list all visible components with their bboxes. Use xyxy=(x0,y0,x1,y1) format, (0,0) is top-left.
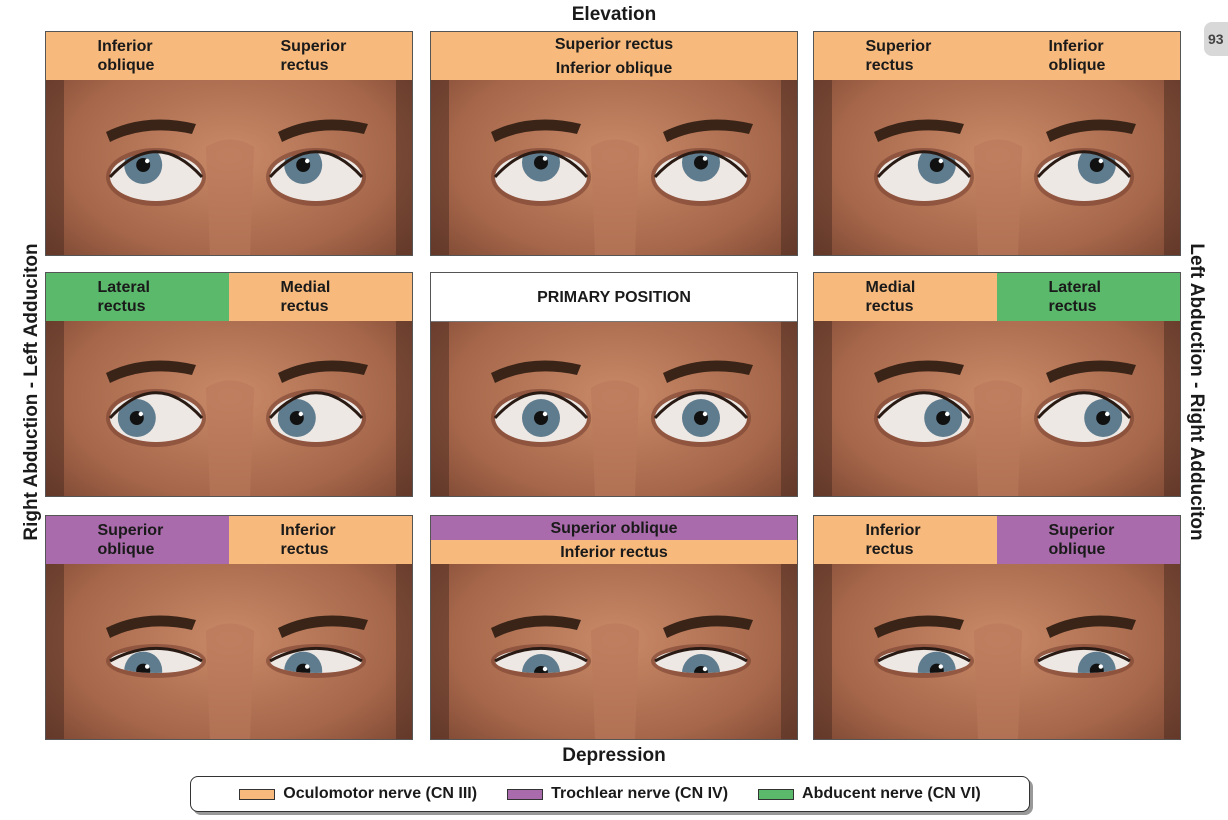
muscle-cell: Lateral rectus xyxy=(46,273,229,321)
muscle-header: Medial rectus Lateral rectus xyxy=(814,273,1180,321)
left-eyebrow xyxy=(1046,360,1136,383)
left-eye xyxy=(1034,148,1134,206)
nerve-legend: Oculomotor nerve (CN III) Trochlear nerv… xyxy=(190,776,1030,812)
muscle-label: Inferior oblique xyxy=(97,38,155,74)
right-eye xyxy=(106,644,206,678)
abducent-swatch xyxy=(758,788,795,800)
muscle-header: Inferior oblique Superior rectus xyxy=(46,32,412,80)
left-eyebrow xyxy=(1046,119,1136,142)
muscle-label: Superior oblique xyxy=(431,516,797,540)
muscle-header: Superior rectus Inferior oblique xyxy=(814,32,1180,80)
muscle-cell: Medial rectus xyxy=(814,273,997,321)
primary-position-label: PRIMARY POSITION xyxy=(537,288,691,306)
left-eyebrow xyxy=(278,360,368,383)
muscle-label: Inferior oblique xyxy=(1048,38,1106,74)
muscle-cell: Inferior oblique xyxy=(46,32,229,80)
left-eye xyxy=(266,644,366,678)
muscle-cell: Medial rectus xyxy=(229,273,412,321)
muscle-cell: Superior rectus xyxy=(229,32,412,80)
muscle-label: Medial rectus xyxy=(280,279,331,315)
right-eye xyxy=(106,389,206,447)
right-eyebrow xyxy=(491,615,581,638)
legend-item-oculomotor: Oculomotor nerve (CN III) xyxy=(239,785,477,803)
left-eyebrow xyxy=(278,615,368,638)
muscle-cell: Superior rectus xyxy=(814,32,997,80)
left-eye xyxy=(651,644,751,678)
muscle-cell: Inferior rectus xyxy=(814,516,997,564)
right-eyebrow xyxy=(874,360,964,383)
left-eyebrow xyxy=(663,360,753,383)
left-eye xyxy=(266,148,366,206)
right-eye xyxy=(491,644,591,678)
trochlear-swatch xyxy=(507,788,544,800)
legend-item-trochlear: Trochlear nerve (CN IV) xyxy=(507,785,728,803)
muscle-label: Superior rectus xyxy=(865,38,932,74)
gaze-panel-top-left: Inferior oblique Superior rectus xyxy=(45,31,413,256)
right-eyebrow xyxy=(106,615,196,638)
right-eye xyxy=(106,148,206,206)
right-eye xyxy=(874,148,974,206)
left-eyebrow xyxy=(663,119,753,142)
gaze-panel-middle-center: PRIMARY POSITION xyxy=(430,272,798,497)
muscle-cell: Superior oblique xyxy=(997,516,1180,564)
muscle-label: Superior oblique xyxy=(1048,522,1115,558)
left-eye xyxy=(1034,389,1134,447)
muscle-cell: Inferior oblique xyxy=(997,32,1180,80)
right-eyebrow xyxy=(874,119,964,142)
left-eyebrow xyxy=(278,119,368,142)
left-side-label: Right Abduction - Left Adduciton xyxy=(21,243,42,541)
muscle-cell: Superior oblique xyxy=(46,516,229,564)
left-eyebrow xyxy=(663,615,753,638)
right-eyebrow xyxy=(106,119,196,142)
right-eyebrow xyxy=(491,360,581,383)
left-eyebrow xyxy=(1046,615,1136,638)
muscle-label: Lateral rectus xyxy=(97,279,150,315)
gaze-panel-middle-left: Lateral rectus Medial rectus xyxy=(45,272,413,497)
muscle-label: Inferior rectus xyxy=(280,522,336,558)
right-side-label: Left Abduction - Right Adduciton xyxy=(1186,243,1207,541)
legend-item-abducent: Abducent nerve (CN VI) xyxy=(758,785,981,803)
muscle-label: Superior oblique xyxy=(97,522,164,558)
right-eyebrow xyxy=(106,360,196,383)
left-eye xyxy=(1034,644,1134,678)
right-eyebrow xyxy=(874,615,964,638)
left-eye xyxy=(651,389,751,447)
muscle-header: Superior oblique Inferior rectus xyxy=(46,516,412,564)
left-eye xyxy=(651,148,751,206)
legend-label-abducent: Abducent nerve (CN VI) xyxy=(802,785,981,802)
muscle-label: Lateral rectus xyxy=(1048,279,1101,315)
legend-label-oculomotor: Oculomotor nerve (CN III) xyxy=(283,785,478,802)
muscle-label: Superior rectus xyxy=(280,38,347,74)
muscle-label: Superior rectus xyxy=(431,32,797,56)
right-eyebrow xyxy=(491,119,581,142)
muscle-label: Inferior oblique xyxy=(431,56,797,80)
right-eye xyxy=(491,148,591,206)
gaze-panel-middle-right: Medial rectus Lateral rectus xyxy=(813,272,1181,497)
gaze-panel-top-right: Superior rectus Inferior oblique xyxy=(813,31,1181,256)
muscle-label: Medial rectus xyxy=(865,279,916,315)
muscle-label: Inferior rectus xyxy=(865,522,921,558)
right-eye xyxy=(491,389,591,447)
oculomotor-swatch xyxy=(239,788,276,800)
gaze-panel-bottom-right: Inferior rectus Superior oblique xyxy=(813,515,1181,740)
muscle-cell: Lateral rectus xyxy=(997,273,1180,321)
left-eye xyxy=(266,389,366,447)
muscle-header: PRIMARY POSITION xyxy=(431,273,797,322)
muscle-header: Lateral rectus Medial rectus xyxy=(46,273,412,321)
depression-label: Depression xyxy=(562,745,666,766)
muscle-label: Inferior rectus xyxy=(431,540,797,564)
right-eye xyxy=(874,389,974,447)
muscle-header: Inferior rectus Superior oblique xyxy=(814,516,1180,564)
elevation-label: Elevation xyxy=(571,4,657,25)
page-number-tab: 93 xyxy=(1204,22,1228,56)
muscle-cell: Inferior rectus xyxy=(229,516,412,564)
legend-label-trochlear: Trochlear nerve (CN IV) xyxy=(551,785,729,802)
right-eye xyxy=(874,644,974,678)
gaze-panel-bottom-left: Superior oblique Inferior rectus xyxy=(45,515,413,740)
